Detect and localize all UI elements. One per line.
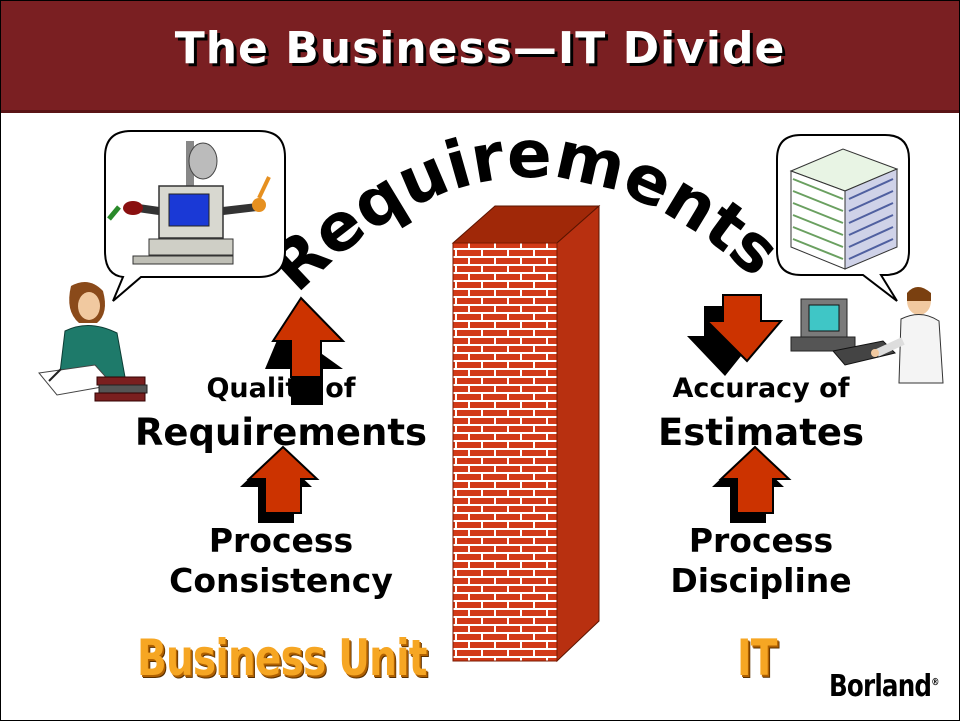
business-unit-label: Business Unit (137, 629, 427, 687)
process-consistency-line2: Consistency (169, 561, 393, 600)
process-discipline-line2: Discipline (670, 561, 852, 600)
estimates-label: Estimates (658, 411, 864, 454)
borland-logo: Borland® (829, 669, 939, 704)
brand-registered-mark: ® (931, 677, 939, 688)
requirements-label: Requirements (134, 411, 428, 454)
process-consistency-line1: Process (208, 521, 354, 560)
paper-stack-clipart-icon (789, 148, 899, 270)
quality-of-label: Quality of (206, 373, 356, 404)
arrow-up-left-diagonal (265, 296, 346, 405)
accuracy-of-label: Accuracy of (672, 373, 850, 404)
brick-wall (451, 204, 601, 663)
computer-clipart-icon (107, 141, 271, 265)
arrow-up-left (240, 445, 320, 523)
arrow-down-right-diagonal (687, 294, 784, 376)
it-label: IT (737, 629, 777, 687)
process-discipline-line1: Process (688, 521, 834, 560)
arrow-up-right (712, 445, 792, 523)
slide-title: The Business—IT Divide (174, 23, 786, 74)
brand-name: Borland (829, 669, 932, 704)
woman-writing-clipart-icon (38, 282, 148, 402)
title-bar: The Business—IT Divide (1, 1, 959, 113)
man-computer-clipart-icon (790, 287, 944, 384)
